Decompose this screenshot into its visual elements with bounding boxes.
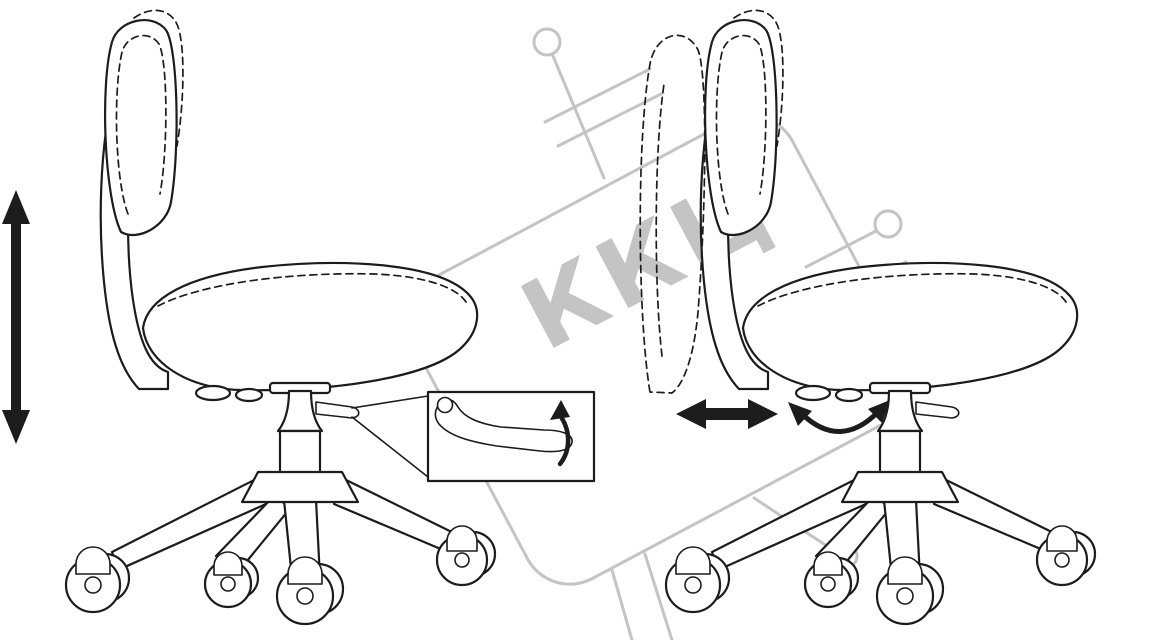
watermark-trace	[643, 552, 674, 640]
backrest-ghost-outline	[639, 34, 706, 394]
watermark-trace	[804, 229, 878, 269]
inset-callout-lines	[351, 395, 429, 478]
swivel-arrow-head-right	[868, 400, 890, 423]
watermark-node-top	[532, 27, 562, 57]
swivel-arrow-arc	[799, 409, 881, 434]
watermark-trace	[556, 91, 665, 148]
backrest-ghost-position	[639, 34, 706, 394]
inset-arrow-head	[550, 400, 570, 420]
swivel-arrow-icon	[788, 400, 890, 434]
inset-lever-knob	[436, 396, 454, 414]
lever-detail-inset	[351, 390, 596, 483]
watermark-trace	[610, 568, 634, 640]
backrest-ghost-seam	[655, 83, 665, 357]
watermark-node-right	[873, 209, 903, 239]
inset-lever	[434, 398, 573, 453]
watermark-trace	[551, 54, 606, 180]
chair-right-view	[664, 9, 1097, 626]
slide-adjustment-arrow-icon	[676, 399, 778, 429]
height-adjustment-arrow-icon	[2, 190, 30, 444]
chair-left-view	[64, 9, 497, 626]
watermark-trace	[543, 67, 652, 124]
swivel-arrow-head-left	[788, 402, 812, 426]
